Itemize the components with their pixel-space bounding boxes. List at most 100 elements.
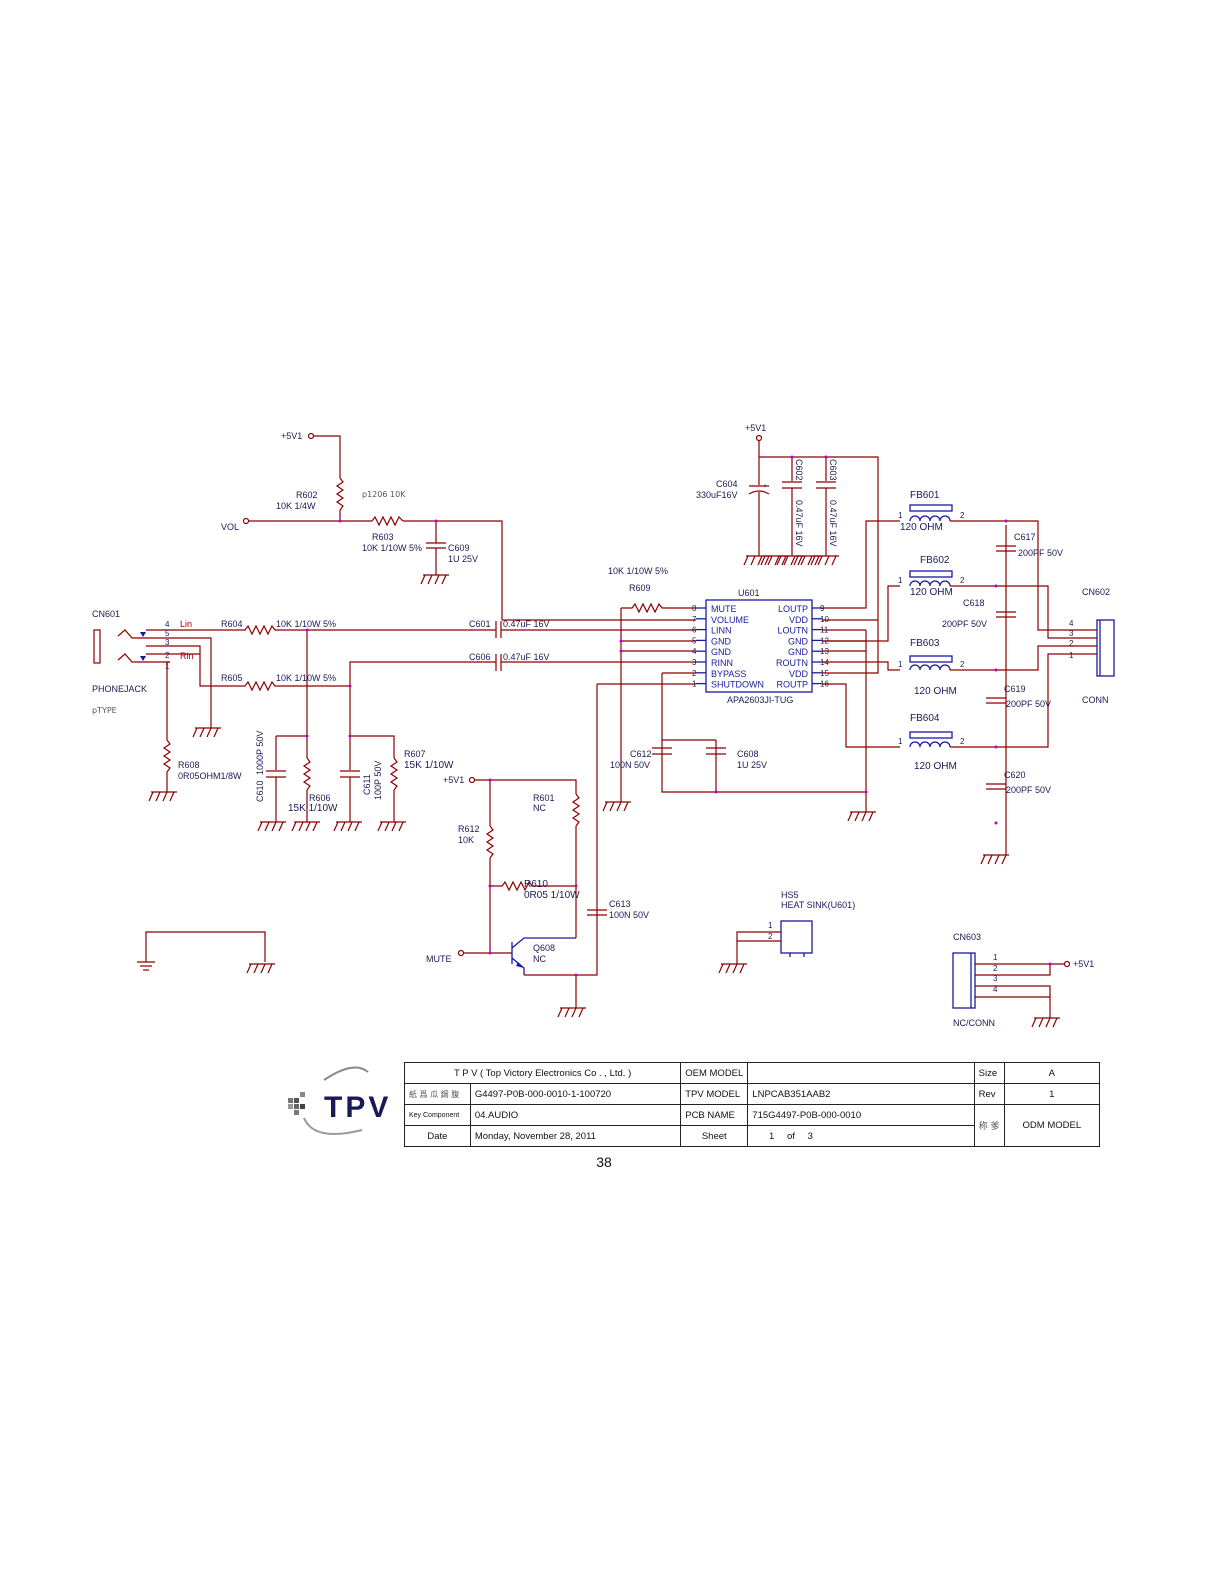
size-label: Size	[973, 1062, 1005, 1084]
fb602-coil	[909, 580, 951, 587]
ground-symbol	[1031, 1017, 1061, 1028]
hs5-body	[780, 920, 813, 954]
cn602-pin: 4	[1069, 619, 1074, 628]
r603-value: 10K 1/10W 5%	[362, 543, 422, 553]
cn601-pin: 2	[165, 651, 170, 660]
r612-ref: R612	[458, 824, 480, 834]
fb602-bead	[909, 570, 953, 578]
tpv-model-label: TPV MODEL	[680, 1083, 749, 1105]
c618-value: 200PF 50V	[942, 619, 987, 629]
wire	[170, 637, 212, 728]
wire	[975, 964, 1051, 976]
wire	[661, 673, 866, 793]
sheet-info: 1 of 3	[747, 1125, 975, 1147]
page-number: 38	[596, 1154, 612, 1170]
c603-value: 0.47uF 16V	[828, 500, 838, 547]
cn602-value: CONN	[1082, 695, 1109, 705]
junction	[994, 584, 998, 588]
mute-terminal	[457, 949, 465, 957]
r601-ref: R601	[533, 793, 555, 803]
r603-body	[371, 515, 404, 527]
chassis-ground	[137, 931, 276, 974]
fb602-ref: FB602	[920, 555, 950, 566]
output-filters: FB601 1 2 120 OHM FB602 1 2 120 OHM FB60…	[822, 490, 1115, 865]
c608-value: 1U 25V	[737, 760, 767, 770]
c618-ref: C618	[963, 598, 985, 608]
wire	[822, 520, 900, 609]
tpv-logo-graphic: TPV	[288, 1066, 391, 1135]
wire	[313, 435, 341, 478]
p1206-note: p1206 10K	[362, 490, 406, 499]
r607-ref: R607	[404, 749, 426, 759]
logo-text: TPV	[324, 1091, 391, 1124]
supply-terminal	[307, 432, 315, 440]
wire	[736, 931, 781, 964]
company-name: T P V ( Top Victory Electronics Co . , L…	[403, 1062, 682, 1084]
junction	[994, 745, 998, 749]
r610-body	[490, 880, 576, 892]
wire	[349, 661, 496, 686]
wire	[950, 520, 1097, 631]
u601-pin-name: VOLUME	[711, 615, 749, 625]
u601-pin-name: RINN	[711, 658, 733, 668]
fb-pin: 2	[960, 737, 965, 746]
wire	[524, 684, 598, 976]
r609-ref: R609	[629, 583, 651, 593]
u601-pin-name: BYPASS	[711, 669, 746, 679]
hs5-heatsink: HS5 HEAT SINK(U601) 1 2	[718, 890, 855, 974]
ground-symbol	[847, 811, 877, 822]
cn603-pin: 1	[993, 953, 998, 962]
input-network: R604 10K 1/10W 5% R605 10K 1/10W 5% C601…	[221, 619, 696, 832]
jack-arrow	[140, 656, 146, 661]
lin-net-label: Lin	[180, 619, 192, 629]
cn601-pin: 3	[165, 638, 170, 647]
pcb-name-value: 715G4497-P0B-000-0010	[747, 1104, 975, 1126]
fb-pin: 2	[960, 576, 965, 585]
cn601-pin: 4	[165, 620, 170, 629]
hs5-value: HEAT SINK(U601)	[781, 900, 855, 910]
ground-symbol	[246, 963, 276, 974]
mute-net-label: MUTE	[426, 954, 452, 964]
junction	[1048, 962, 1052, 966]
ground-symbol	[557, 1007, 587, 1018]
fb604-ref: FB604	[910, 713, 940, 724]
r609-value: 10K 1/10W 5%	[608, 566, 668, 576]
cn603-value: NC/CONN	[953, 1018, 995, 1028]
cn603-connector: CN603 1 2 3 4 +5V1 NC/CONN	[952, 932, 1094, 1028]
r610-value: 0R05 1/10W	[524, 890, 580, 901]
cn601-phonejack: CN601 4 5 3 2 1 Lin Rin PHONEJACK pTYPE …	[92, 609, 242, 802]
doc-number: G4497-P0B-000-0010-1-100720	[469, 1083, 682, 1105]
u601-pin-number: 7	[692, 615, 697, 624]
cn602-pin: 2	[1069, 639, 1074, 648]
cn602-pin: 3	[1069, 629, 1074, 638]
vol-terminal	[242, 517, 250, 525]
r609-body	[621, 602, 696, 614]
jack-body	[93, 629, 101, 664]
ground-symbol	[148, 791, 178, 802]
oem-model-label: OEM MODEL	[680, 1062, 749, 1084]
size-value: A	[1003, 1062, 1101, 1084]
title-block: T P V ( Top Victory Electronics Co . , L…	[403, 1062, 1101, 1147]
u601-pin-name: ROUTP	[777, 680, 809, 690]
c612-value: 100N 50V	[610, 760, 650, 770]
fb601-bead	[909, 504, 953, 512]
jack-contact	[117, 653, 146, 663]
ground-symbol	[718, 963, 748, 974]
of-label: of	[786, 1130, 795, 1142]
c609-ref: C609	[448, 543, 470, 553]
r605-body	[222, 680, 350, 692]
c617-value: 200PF 50V	[1018, 548, 1063, 558]
cjk-label: 称 爹	[973, 1104, 1005, 1147]
c601-value: 0.47uF 16V	[503, 619, 550, 629]
u601-pin-name: GND	[788, 647, 809, 657]
cn601-value: PHONEJACK	[92, 684, 147, 694]
ground-symbol	[743, 555, 773, 566]
junction	[824, 455, 828, 459]
cn603-pin: 2	[993, 964, 998, 973]
cn603-ref: CN603	[953, 932, 981, 942]
junction	[1004, 519, 1008, 523]
r605-value: 10K 1/10W 5%	[276, 673, 336, 683]
wire	[950, 585, 1097, 639]
junction	[488, 778, 492, 782]
u601-pin-number: 4	[692, 647, 697, 656]
